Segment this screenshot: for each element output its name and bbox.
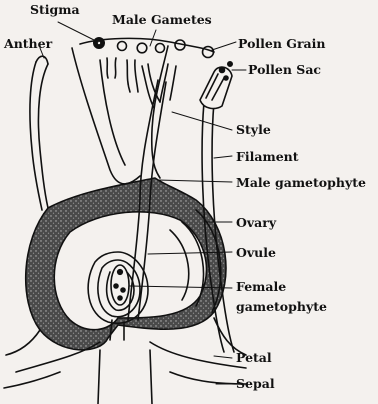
pollen-grain [137, 43, 147, 53]
pollen-grain [156, 44, 165, 53]
label-male-gametes: Male Gametes [112, 12, 212, 27]
pollen-sac [200, 67, 232, 108]
leader-filament [214, 156, 232, 158]
label-stigma: Stigma [30, 2, 80, 17]
sepal-right [170, 372, 246, 384]
pollen-tube [127, 60, 130, 92]
label-male-gametophyte: Male gametophyte [236, 175, 366, 190]
label-pollen-grain: Pollen Grain [238, 36, 326, 51]
label-petal: Petal [236, 350, 272, 365]
anther-left [38, 64, 48, 208]
label-pollen-sac: Pollen Sac [248, 62, 321, 77]
label-ovule: Ovule [236, 245, 276, 260]
label-female: Female [236, 279, 286, 294]
petal-left [6, 330, 40, 355]
pollen-tube [170, 66, 176, 100]
label-sepal: Sepal [236, 376, 275, 391]
label-anther: Anther [3, 36, 53, 51]
pollen-tube [107, 58, 108, 78]
label-style: Style [236, 122, 271, 137]
leader-male-gametes [150, 30, 156, 46]
label-filament: Filament [236, 149, 299, 164]
style-left-wall [72, 48, 140, 184]
leader-stigma [58, 22, 98, 42]
label-ovary: Ovary [236, 215, 277, 230]
sepal-left [4, 372, 60, 388]
leader-pollen-grain [212, 42, 236, 50]
leader-male-gametophyte [158, 180, 232, 182]
leader-petal [214, 356, 232, 358]
label-gametophyte: gametophyte [236, 299, 327, 314]
pollen-grain [118, 42, 127, 51]
